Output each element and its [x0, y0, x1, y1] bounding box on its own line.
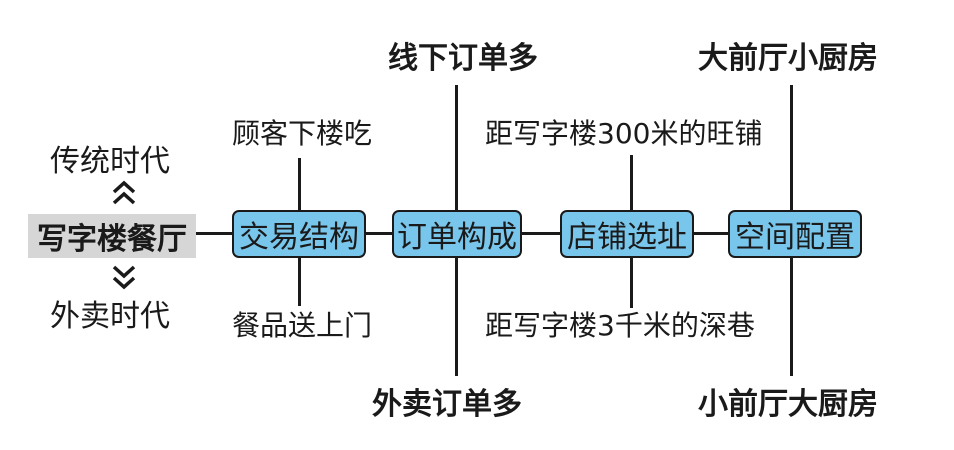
branch-line	[455, 85, 458, 210]
branch-line	[298, 158, 301, 210]
node-0-top-text: 顾客下楼吃	[232, 117, 373, 150]
node-3-top-text: 大前厅小厨房	[698, 41, 878, 76]
office-restaurant-label: 写字楼餐厅	[28, 214, 196, 258]
era-traditional-label: 传统时代	[50, 144, 170, 179]
branch-line	[298, 258, 301, 306]
branch-line	[790, 85, 793, 210]
branch-line	[630, 258, 633, 308]
node-2-top-text: 距写字楼300米的旺铺	[485, 117, 763, 150]
branch-line	[630, 155, 633, 210]
node-1-bottom-text: 外卖订单多	[372, 387, 522, 422]
connector-line	[522, 232, 560, 235]
double-chevron-down-icon	[112, 265, 136, 290]
node-transaction-structure: 交易结构	[232, 210, 366, 258]
connector-line	[366, 232, 392, 235]
node-1-top-text: 线下订单多	[388, 41, 538, 76]
branch-line	[790, 258, 793, 376]
era-takeout-label: 外卖时代	[50, 299, 170, 334]
node-space-configuration: 空间配置	[728, 210, 862, 258]
connector-line	[694, 232, 728, 235]
node-3-bottom-text: 小前厅大厨房	[698, 387, 878, 422]
node-0-bottom-text: 餐品送上门	[232, 309, 373, 342]
node-store-location: 店铺选址	[560, 210, 694, 258]
node-order-composition: 订单构成	[392, 210, 522, 258]
connector-line	[196, 232, 232, 235]
branch-line	[455, 258, 458, 376]
double-chevron-up-icon	[112, 180, 136, 205]
node-2-bottom-text: 距写字楼3千米的深巷	[485, 309, 755, 342]
